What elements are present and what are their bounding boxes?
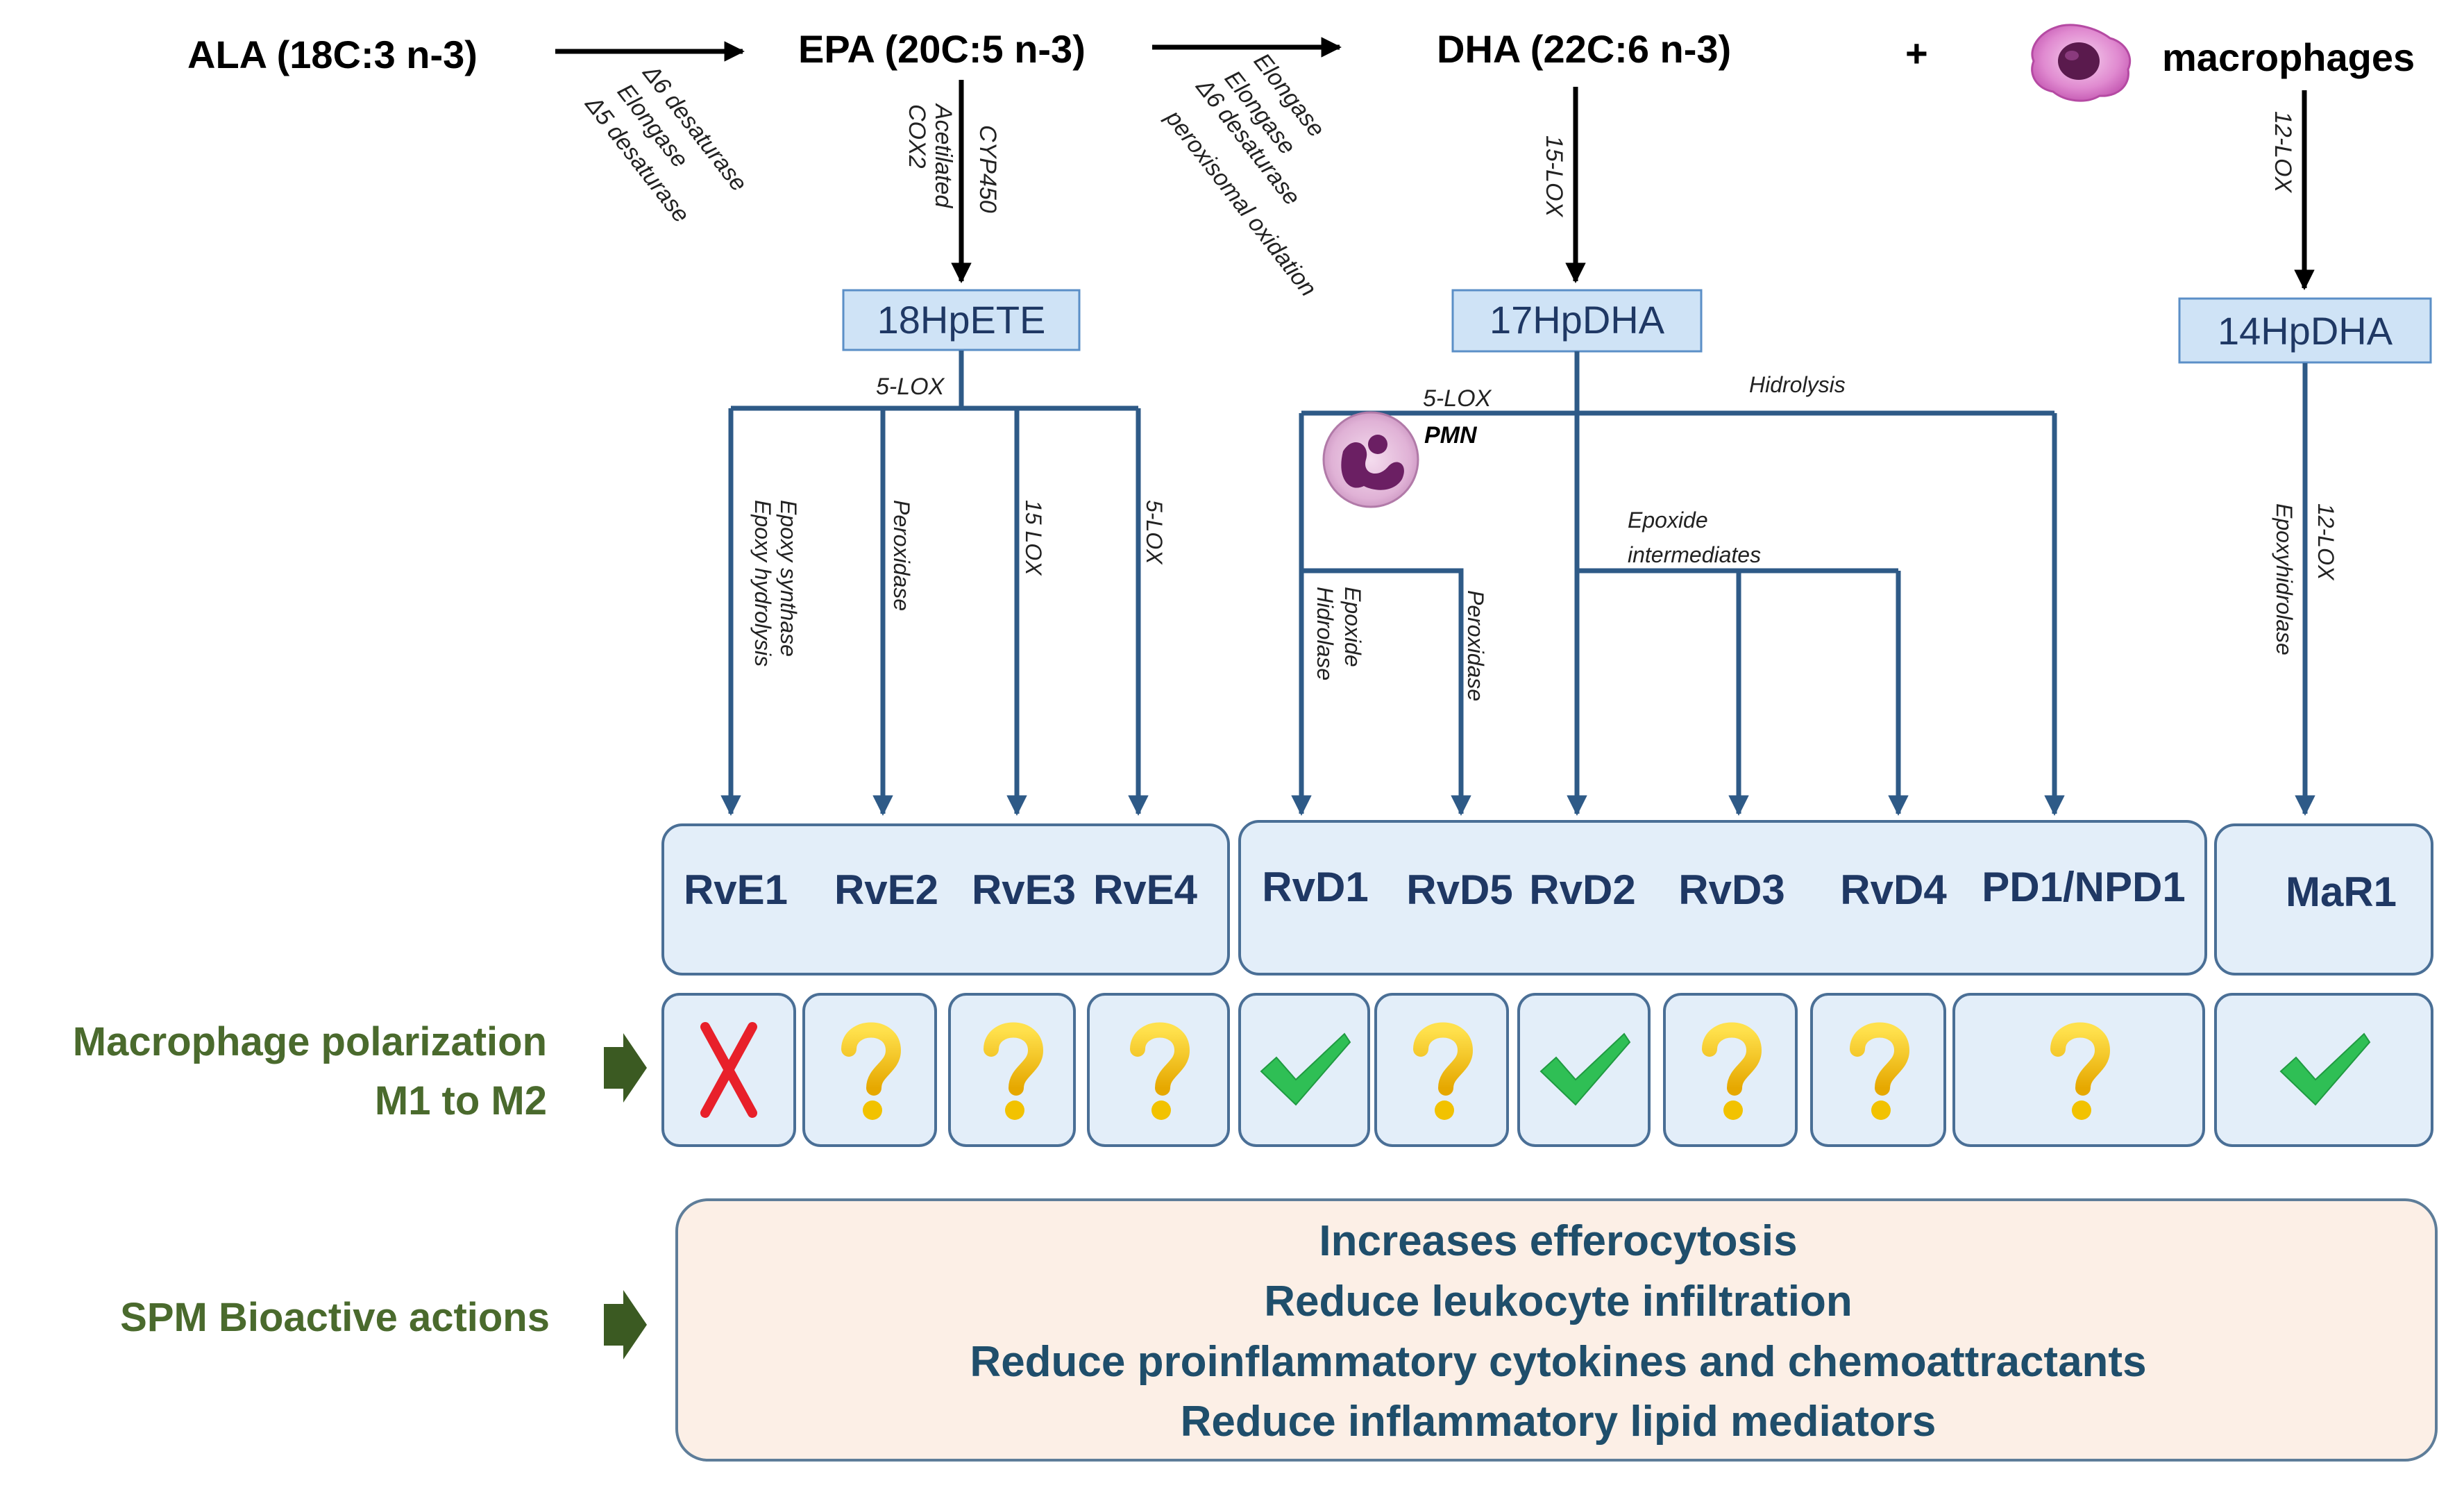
pmn-cell-icon	[1322, 411, 1419, 508]
action-leukocyte-infiltration: Reduce leukocyte infiltration	[1264, 1278, 1853, 1325]
intermediate-17hpdha: 17HpDHA	[1451, 289, 1703, 353]
product-rvd5: RvD5	[1406, 867, 1512, 913]
intermediate-14hpdha: 14HpDHA	[2178, 297, 2432, 364]
intermediate-14hpdha-label: 14HpDHA	[2218, 309, 2393, 353]
enzyme-epoxide-intermediates-1: Epoxide	[1628, 508, 1708, 533]
action-lipid-mediators: Reduce inflammatory lipid mediators	[1181, 1398, 1936, 1446]
enzyme-hidrolase-rvd1: Hidrolase	[1313, 587, 1338, 680]
epa-label: EPA (20C:5 n-3)	[798, 27, 1086, 71]
d-series-branches	[1291, 351, 2065, 816]
enzyme-epoxide-rvd1: Epoxide	[1340, 587, 1365, 667]
status-cell	[1087, 993, 1230, 1147]
status-cell	[1374, 993, 1509, 1147]
action-cytokines: Reduce proinflammatory cytokines and che…	[970, 1338, 2146, 1386]
enzyme-cox2: COX2	[904, 104, 930, 169]
enzyme-15-lox: 15-LOX	[1541, 135, 1567, 217]
enzyme-12-lox-mar1: 12-LOX	[2313, 503, 2338, 581]
status-cell	[1952, 993, 2205, 1147]
status-cell	[1663, 993, 1798, 1147]
e-series-box	[661, 823, 1230, 976]
polarization-arrow-icon	[604, 1033, 647, 1103]
product-pd1-npd1: PD1/NPD1	[1982, 864, 2185, 910]
status-row	[661, 993, 2433, 1147]
product-rvd2: RvD2	[1529, 867, 1635, 913]
enzyme-5-lox-e: 5-LOX	[876, 374, 945, 400]
check-icon	[1539, 1032, 1631, 1106]
status-cell	[1238, 993, 1370, 1147]
question-icon	[2050, 1022, 2111, 1120]
enzyme-5-lox-d: 5-LOX	[1423, 385, 1492, 412]
ala-label: ALA (18C:3 n-3)	[187, 33, 478, 76]
enzyme-epoxide-intermediates-2: intermediates	[1628, 542, 1761, 567]
question-icon	[984, 1022, 1044, 1120]
status-cell	[1810, 993, 1946, 1147]
question-icon	[1413, 1022, 1474, 1120]
question-icon	[841, 1022, 902, 1120]
bioactive-arrow-icon	[604, 1290, 647, 1359]
status-cell	[802, 993, 937, 1147]
product-rve4: RvE4	[1093, 867, 1198, 913]
product-rve1: RvE1	[684, 867, 788, 913]
enzyme-15-lox-rve3: 15 LOX	[1021, 500, 1046, 576]
enzyme-epoxy-hydrolysis: Epoxy hydrolysis	[750, 500, 775, 667]
enzyme-12-lox-top: 12-LOX	[2270, 111, 2296, 193]
status-cell	[1517, 993, 1651, 1147]
cross-icon	[700, 1022, 757, 1118]
enzyme-acetilated: Acetilated	[930, 103, 956, 208]
status-cell	[661, 993, 796, 1147]
enzyme-5-lox-rve4: 5-LOX	[1142, 500, 1167, 565]
product-rve3: RvE3	[972, 867, 1076, 913]
intermediate-18hpete: 18HpETE	[842, 289, 1081, 351]
bioactive-label: SPM Bioactive actions	[120, 1295, 550, 1340]
plus-sign: +	[1905, 31, 1928, 75]
product-rve2: RvE2	[834, 867, 938, 913]
product-rvd1: RvD1	[1262, 864, 1368, 910]
check-icon	[2279, 1032, 2371, 1106]
polarization-label-line1: Macrophage polarization	[73, 1019, 547, 1064]
question-icon	[1702, 1022, 1762, 1120]
dha-label: DHA (22C:6 n-3)	[1437, 27, 1731, 71]
macrophages-label: macrophages	[2162, 35, 2415, 79]
d-series-box	[1238, 820, 2207, 976]
e-series-branches	[720, 351, 1149, 816]
status-cell	[948, 993, 1076, 1147]
bioactive-box	[675, 1198, 2438, 1462]
intermediate-17hpdha-label: 17HpDHA	[1490, 298, 1665, 342]
enzyme-peroxidase-rve2: Peroxidase	[889, 500, 914, 611]
status-cell	[2214, 993, 2433, 1147]
polarization-label-line2: M1 to M2	[375, 1078, 547, 1123]
enzymes-epa-to-18hpete: CYP450 Acetilated COX2	[904, 103, 1001, 213]
product-rvd3: RvD3	[1678, 867, 1784, 913]
enzyme-cyp450: CYP450	[974, 125, 1001, 213]
enzymes-epa-to-dha: Elongase Elongase Δ6 desaturase peroxiso…	[1160, 49, 1330, 302]
intermediate-18hpete-label: 18HpETE	[877, 298, 1046, 342]
macrophage-cell-icon	[2031, 24, 2132, 102]
enzyme-epoxy-synthase: Epoxy synthase	[776, 500, 801, 657]
enzymes-ala-to-epa: Δ6 desaturase Elongase Δ5 desaturase	[580, 60, 752, 228]
maresin-box	[2214, 823, 2433, 976]
pmn-label: PMN	[1424, 422, 1478, 449]
enzyme-epoxyhidrolase: Epoxyhidrolase	[2272, 503, 2297, 655]
question-icon	[1850, 1022, 1910, 1120]
enzyme-hidrolysis: Hidrolysis	[1749, 372, 1846, 397]
action-efferocytosis: Increases efferocytosis	[1319, 1217, 1797, 1265]
enzyme-peroxidase-rvd5: Peroxidase	[1463, 590, 1488, 701]
product-rvd4: RvD4	[1840, 867, 1947, 913]
product-mar1: MaR1	[2286, 869, 2397, 915]
question-icon	[1130, 1022, 1190, 1120]
check-icon	[1260, 1032, 1351, 1106]
